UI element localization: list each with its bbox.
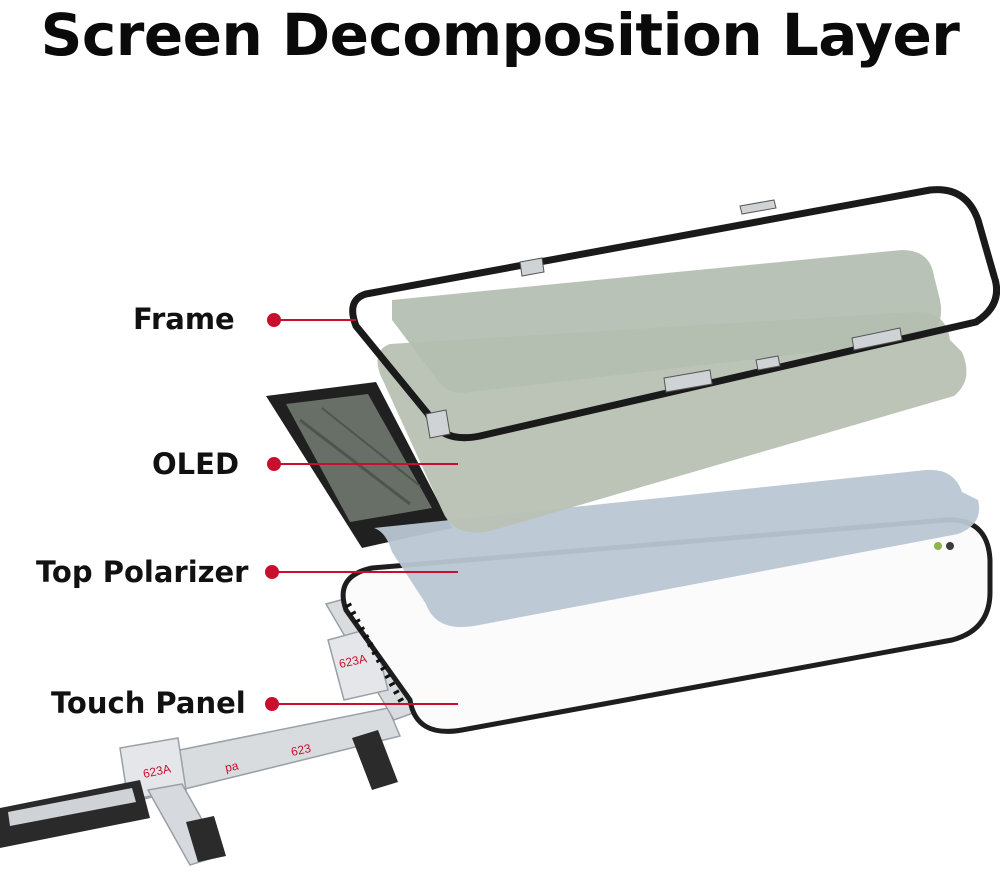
callout-frame	[267, 313, 356, 327]
flex-marking: 623A	[142, 761, 172, 781]
flex-marking: 623A	[338, 651, 368, 671]
touch-panel-marker	[265, 697, 279, 711]
top-polarizer-marker	[265, 565, 279, 579]
callout-oled	[267, 457, 458, 471]
oled-marker	[267, 457, 281, 471]
label-touch-panel: Touch Panel	[51, 686, 246, 720]
flex-marking: 623	[290, 741, 313, 759]
oled-film-layer	[377, 250, 967, 533]
label-oled: OLED	[152, 447, 240, 481]
frame-layer	[349, 186, 1000, 442]
label-frame: Frame	[133, 302, 235, 336]
frame-marker	[267, 313, 281, 327]
callout-touch-panel	[265, 697, 458, 711]
page-title: Screen Decomposition Layer	[40, 1, 960, 69]
flex-cable: 623A 623A pa 623	[0, 597, 418, 866]
flex-marking: pa	[224, 758, 240, 775]
top-polarizer-layer	[374, 469, 980, 628]
label-top-polarizer: Top Polarizer	[36, 555, 249, 589]
callout-top-polarizer	[265, 565, 458, 579]
